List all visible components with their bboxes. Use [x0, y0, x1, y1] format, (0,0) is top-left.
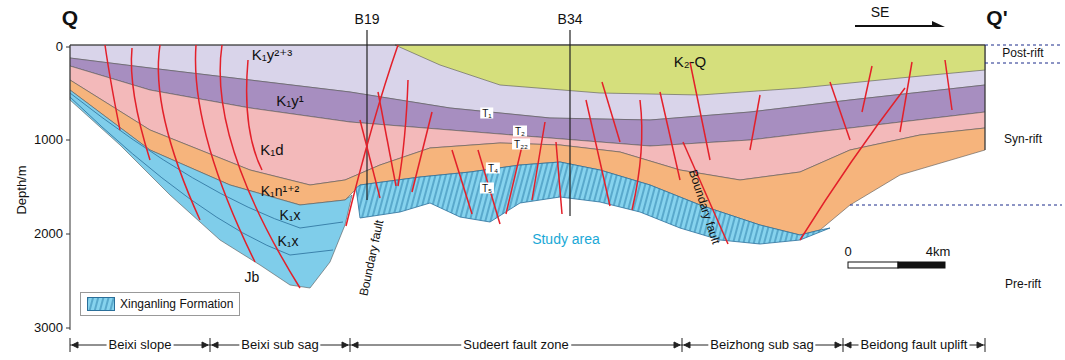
zone-bar: [70, 338, 985, 352]
zone-label: Sudeert fault zone: [461, 338, 571, 352]
legend-text: Xinganling Formation: [120, 297, 233, 311]
stage-divider: [850, 205, 1062, 206]
layer-name: Jb: [245, 270, 260, 285]
layer-boundary: [70, 93, 343, 228]
scale-label: 0: [844, 245, 851, 259]
legend-swatch: [87, 297, 115, 311]
horizon-label: T₄: [486, 163, 500, 174]
axis-tick-label: 2000: [34, 227, 63, 241]
axis-title: Depth/m: [15, 165, 29, 214]
axis-ticks: [66, 47, 70, 328]
layer-name: K₁n¹⁺²: [261, 184, 300, 199]
horizon-label: T₂₂: [512, 139, 530, 150]
section-border: [70, 45, 985, 46]
area-label: Study area: [532, 232, 600, 247]
axis-tick-label: 3000: [34, 321, 63, 335]
axis-tick-label: 1000: [34, 133, 63, 147]
layer-k2q: [395, 45, 985, 95]
section-end: Q': [986, 6, 1007, 29]
section-border: [985, 45, 986, 150]
stage-label: Post-rift: [1002, 47, 1043, 60]
zone-label: Beixi slope: [107, 338, 174, 352]
layer-name: K₂-Q: [674, 54, 707, 71]
scale-bar: [898, 262, 945, 268]
well-line: [569, 30, 570, 216]
section-end: Q: [62, 6, 78, 29]
scale-bar: [848, 262, 898, 268]
direction-arrow: [855, 21, 945, 27]
layer-k1x: [70, 90, 352, 288]
zone-label: Beixi sub sag: [239, 338, 320, 352]
well-line: [366, 30, 367, 200]
well-name: B19: [355, 12, 380, 27]
fault-lines: [105, 45, 952, 288]
depth-axis: [70, 45, 71, 330]
legend: Xinganling Formation: [80, 292, 240, 316]
horizon-label: T₂: [513, 126, 527, 137]
layer-name: K₁y¹: [276, 93, 304, 110]
stage-label: Syn-rift: [1004, 133, 1042, 146]
zone-label: Beidong fault uplift: [859, 338, 970, 352]
layer-boundary: [70, 97, 333, 255]
stage-divider: [985, 45, 1062, 46]
horizon-label: T₁: [480, 108, 493, 119]
layer-name: K₁x: [277, 234, 298, 249]
axis-tick-label: 0: [56, 40, 63, 54]
fault-label: Boundary fault: [358, 219, 387, 297]
stage-label: Pre-rift: [1005, 278, 1041, 291]
horizon-label: T₅: [480, 183, 494, 194]
layer-name: K₁d: [260, 142, 283, 159]
stage-divider: [985, 63, 1062, 64]
scale-label: 4km: [926, 245, 951, 259]
zone-label: Beizhong sub sag: [708, 338, 815, 352]
layer-name: K₁x: [279, 208, 300, 223]
layer-name: K₁y²⁺³: [252, 47, 292, 64]
direction-label: SE: [871, 5, 890, 20]
well-name: B34: [558, 12, 583, 27]
